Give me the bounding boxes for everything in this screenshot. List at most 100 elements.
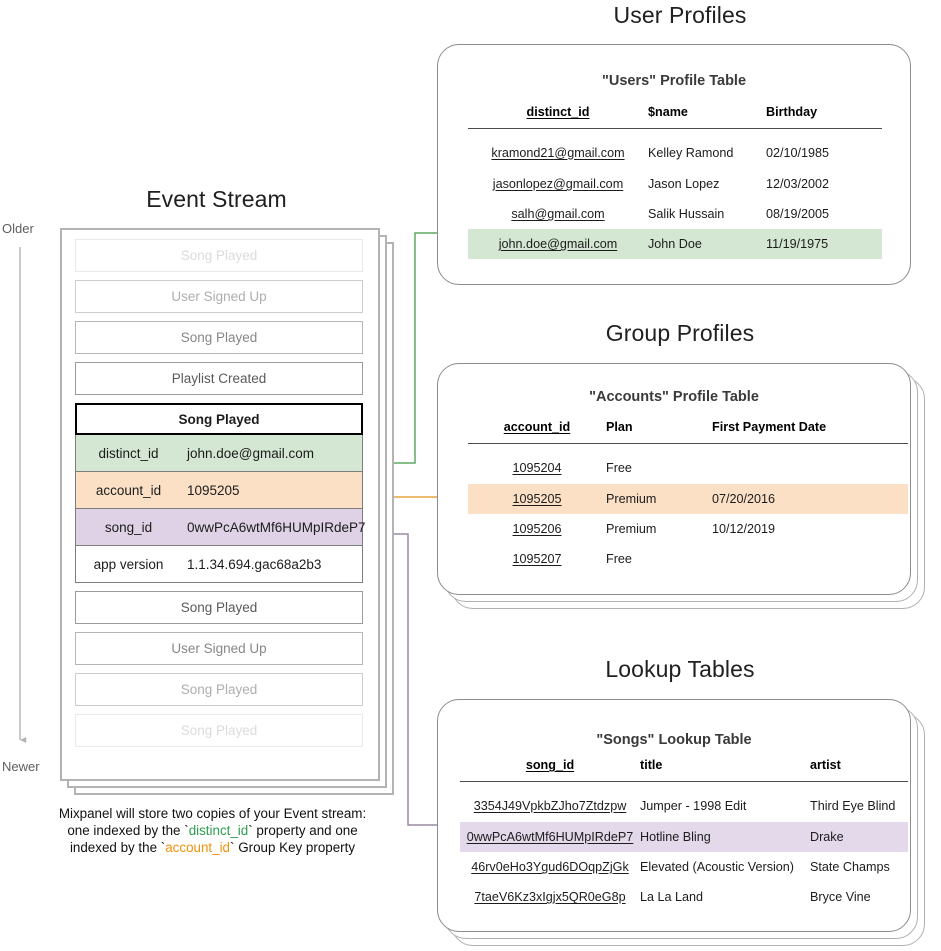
- accounts-table-body: 1095204 Free 1095205 Premium 07/20/2016 …: [468, 444, 908, 575]
- column-header-name: $name: [648, 105, 688, 119]
- songs-table-title: "Songs" Lookup Table: [596, 732, 752, 748]
- group-profiles-card: "Accounts" Profile Table account_id Plan…: [437, 363, 911, 595]
- table-row[interactable]: kramond21@gmail.com Kelley Ramond 02/10/…: [468, 129, 882, 170]
- event-row[interactable]: User Signed Up: [75, 632, 363, 665]
- event-stream-card: Song Played User Signed Up Song Played P…: [60, 228, 380, 781]
- property-key: account_id: [95, 482, 162, 498]
- caption-line-2b: ` property and one: [248, 823, 358, 838]
- cell-artist: State Champs: [810, 860, 890, 874]
- table-row-highlighted[interactable]: john.doe@gmail.com John Doe 11/19/1975: [468, 229, 882, 259]
- caption-token-account-id: account_id: [165, 840, 231, 855]
- cell-title: Elevated (Acoustic Version): [640, 860, 794, 874]
- event-property-account-id: account_id 1095205: [75, 472, 363, 509]
- cell-account-id: 1095204: [512, 460, 562, 475]
- users-table: distinct_id $name Birthday kramond21@gma…: [468, 105, 882, 259]
- songs-table: song_id title artist 3354J49VpkbZJho7Ztd…: [460, 758, 908, 912]
- table-header-row: account_id Plan First Payment Date: [468, 420, 908, 444]
- property-value: 1.1.34.694.gac68a2b3: [187, 556, 322, 572]
- cell-artist: Bryce Vine: [810, 890, 871, 904]
- cell-name: Kelley Ramond: [648, 145, 734, 160]
- cell-account-id: 1095205: [468, 484, 606, 514]
- event-row[interactable]: Playlist Created: [75, 362, 363, 395]
- cell-song-id: 7taeV6Kz3xIgjx5QR0eG8p: [474, 890, 626, 904]
- table-row[interactable]: jasonlopez@gmail.com Jason Lopez 12/03/2…: [468, 169, 882, 199]
- property-value: 1095205: [187, 482, 240, 498]
- cell-birthday: 08/19/2005: [766, 207, 830, 221]
- column-header-account-id: account_id: [503, 420, 571, 434]
- event-property-app-version: app version 1.1.34.694.gac68a2b3: [75, 546, 363, 583]
- table-header-row: song_id title artist: [460, 758, 908, 782]
- cell-plan: Premium: [606, 522, 657, 536]
- table-row-highlighted[interactable]: 0wwPcA6wtMf6HUMpIRdeP7 Hotline Bling Dra…: [460, 822, 908, 852]
- user-profiles-heading: User Profiles: [613, 2, 747, 28]
- cell-birthday: 02/10/1985: [766, 145, 830, 160]
- caption-token-distinct-id: distinct_id: [188, 823, 249, 838]
- accounts-table: account_id Plan First Payment Date 10952…: [468, 420, 908, 574]
- table-row[interactable]: 46rv0eHo3Ygud6DOqpZjGk Elevated (Acousti…: [460, 852, 908, 882]
- cell-name: Jason Lopez: [648, 177, 720, 191]
- cell-first-payment-date: [712, 544, 908, 574]
- cell-plan: Free: [606, 552, 632, 566]
- event-row[interactable]: Song Played: [75, 714, 363, 747]
- event-row[interactable]: Song Played: [75, 321, 363, 354]
- cell-name: John Doe: [648, 229, 766, 259]
- expanded-event-card[interactable]: Song Played distinct_id john.doe@gmail.c…: [75, 403, 366, 583]
- cell-plan: Free: [606, 460, 632, 475]
- event-row[interactable]: Song Played: [75, 591, 363, 624]
- property-key: app version: [93, 556, 164, 572]
- group-profiles-heading: Group Profiles: [605, 320, 755, 346]
- cell-account-id: 1095206: [512, 522, 562, 536]
- users-table-body: kramond21@gmail.com Kelley Ramond 02/10/…: [468, 129, 882, 259]
- event-property-song-id: song_id 0wwPcA6wtMf6HUMpIRdeP7: [75, 509, 366, 546]
- column-header-distinct-id: distinct_id: [526, 105, 590, 119]
- property-key: song_id: [104, 519, 153, 535]
- cell-title: Jumper - 1998 Edit: [640, 798, 747, 813]
- cell-song-id: 3354J49VpkbZJho7Ztdzpw: [473, 798, 627, 813]
- users-table-title: "Users" Profile Table: [601, 73, 747, 89]
- table-row[interactable]: salh@gmail.com Salik Hussain 08/19/2005: [468, 199, 882, 229]
- table-row[interactable]: 7taeV6Kz3xIgjx5QR0eG8p La La Land Bryce …: [460, 882, 908, 912]
- cell-plan: Premium: [606, 484, 712, 514]
- property-value: john.doe@gmail.com: [187, 445, 315, 461]
- column-header-artist: artist: [810, 758, 841, 772]
- cell-artist: Drake: [810, 822, 908, 852]
- cell-distinct-id: kramond21@gmail.com: [491, 145, 625, 160]
- property-key: distinct_id: [98, 445, 159, 461]
- cell-birthday: 11/19/1975: [766, 229, 882, 259]
- caption-line-3b: ` Group Key property: [230, 840, 356, 855]
- cell-song-id: 0wwPcA6wtMf6HUMpIRdeP7: [460, 822, 640, 852]
- event-list: Song Played User Signed Up Song Played P…: [75, 239, 366, 755]
- column-header-first-payment-date: First Payment Date: [712, 420, 827, 434]
- cell-first-payment-date: 07/20/2016: [712, 484, 908, 514]
- user-profiles-card: "Users" Profile Table distinct_id $name …: [437, 44, 911, 285]
- table-row[interactable]: 1095204 Free: [468, 444, 908, 485]
- event-row[interactable]: Song Played: [75, 239, 363, 272]
- table-row[interactable]: 3354J49VpkbZJho7Ztdzpw Jumper - 1998 Edi…: [460, 782, 908, 823]
- column-header-plan: Plan: [606, 420, 633, 434]
- cell-song-id: 46rv0eHo3Ygud6DOqpZjGk: [471, 860, 629, 874]
- cell-name: Salik Hussain: [648, 207, 725, 221]
- table-row-highlighted[interactable]: 1095205 Premium 07/20/2016: [468, 484, 908, 514]
- cell-distinct-id: john.doe@gmail.com: [468, 229, 648, 259]
- cell-artist: Third Eye Blind: [810, 798, 896, 813]
- event-row[interactable]: Song Played: [75, 673, 363, 706]
- table-row[interactable]: 1095207 Free: [468, 544, 908, 574]
- caption-line-1: Mixpanel will store two copies of your E…: [58, 806, 367, 821]
- property-value: 0wwPcA6wtMf6HUMpIRdeP7: [187, 519, 366, 535]
- cell-first-payment-date: [712, 444, 908, 485]
- caption-line-2a: one indexed by the `: [67, 823, 189, 838]
- axis-label-newer: Newer: [2, 759, 40, 774]
- caption-line-3a: indexed by the `: [69, 840, 166, 855]
- event-row[interactable]: User Signed Up: [75, 280, 363, 313]
- lookup-tables-card: "Songs" Lookup Table song_id title artis…: [437, 699, 911, 932]
- column-header-birthday: Birthday: [766, 105, 818, 119]
- cell-account-id: 1095207: [512, 552, 562, 566]
- event-property-distinct-id: distinct_id john.doe@gmail.com: [75, 435, 363, 472]
- table-header-row: distinct_id $name Birthday: [468, 105, 882, 129]
- accounts-table-head: account_id Plan First Payment Date: [468, 420, 908, 444]
- cell-distinct-id: jasonlopez@gmail.com: [492, 177, 624, 191]
- axis-label-older: Older: [2, 221, 34, 236]
- event-stream-caption: Mixpanel will store two copies of your E…: [40, 805, 385, 856]
- table-row[interactable]: 1095206 Premium 10/12/2019: [468, 514, 908, 544]
- column-header-title: title: [640, 758, 663, 772]
